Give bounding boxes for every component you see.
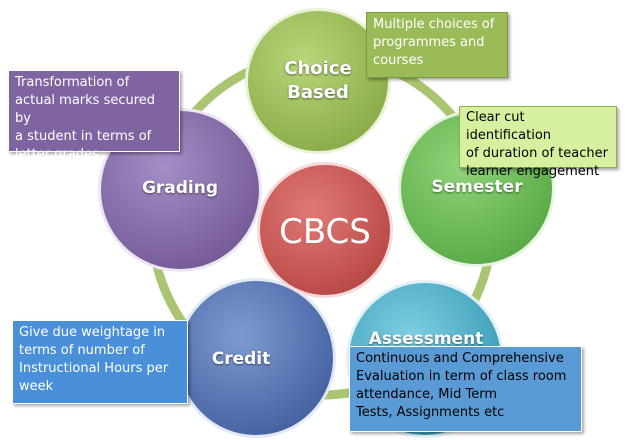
callout-choice-based: Multiple choices of programmes and cours… bbox=[366, 12, 508, 78]
node-semester-label: Semester bbox=[431, 177, 523, 197]
callout-line: Evaluation in term of class room bbox=[356, 369, 567, 384]
callout-line: courses bbox=[373, 53, 424, 68]
callout-line: Transformation of bbox=[15, 75, 130, 90]
callout-line: Tests, Assignments etc bbox=[356, 405, 505, 420]
callout-line: Multiple choices of bbox=[373, 17, 495, 32]
callout-line: learner engagement bbox=[466, 164, 600, 179]
callout-line: programmes and bbox=[373, 35, 485, 50]
node-grading-label: Grading bbox=[141, 178, 219, 198]
callout-line: terms of number of bbox=[19, 343, 145, 358]
node-grading bbox=[98, 108, 262, 272]
callout-line: Give due weightage in bbox=[19, 325, 166, 340]
callout-line: attendance, Mid Term bbox=[356, 387, 497, 402]
node-choice-based-label-line1: Choice bbox=[284, 58, 352, 79]
callout-line: a student in terms of bbox=[15, 129, 152, 144]
callout-grading: Transformation of actual marks secured b… bbox=[8, 70, 180, 162]
node-choice-based bbox=[245, 8, 391, 154]
node-credit-label: Credit bbox=[211, 349, 271, 369]
callout-line: Instructional Hours per bbox=[19, 361, 169, 376]
callout-assessment: Continuous and Comprehensive Evaluation … bbox=[349, 346, 582, 432]
callout-credit: Give due weightage in terms of number of… bbox=[12, 320, 188, 404]
center-cbcs bbox=[257, 162, 393, 298]
callout-line: week bbox=[19, 379, 54, 394]
node-choice-based-label-line2: Based bbox=[287, 82, 349, 103]
node-assessment-label: Assessment bbox=[368, 329, 484, 349]
callout-line: Continuous and Comprehensive bbox=[356, 351, 564, 366]
callout-semester: Clear cut identification of duration of … bbox=[459, 106, 617, 179]
callout-line: Clear cut identification bbox=[466, 110, 552, 143]
center-cbcs-label: CBCS bbox=[279, 212, 371, 252]
callout-line: of duration of teacher bbox=[466, 146, 608, 161]
callout-line: actual marks secured by bbox=[15, 93, 156, 126]
callout-line: letter grades bbox=[15, 147, 99, 162]
